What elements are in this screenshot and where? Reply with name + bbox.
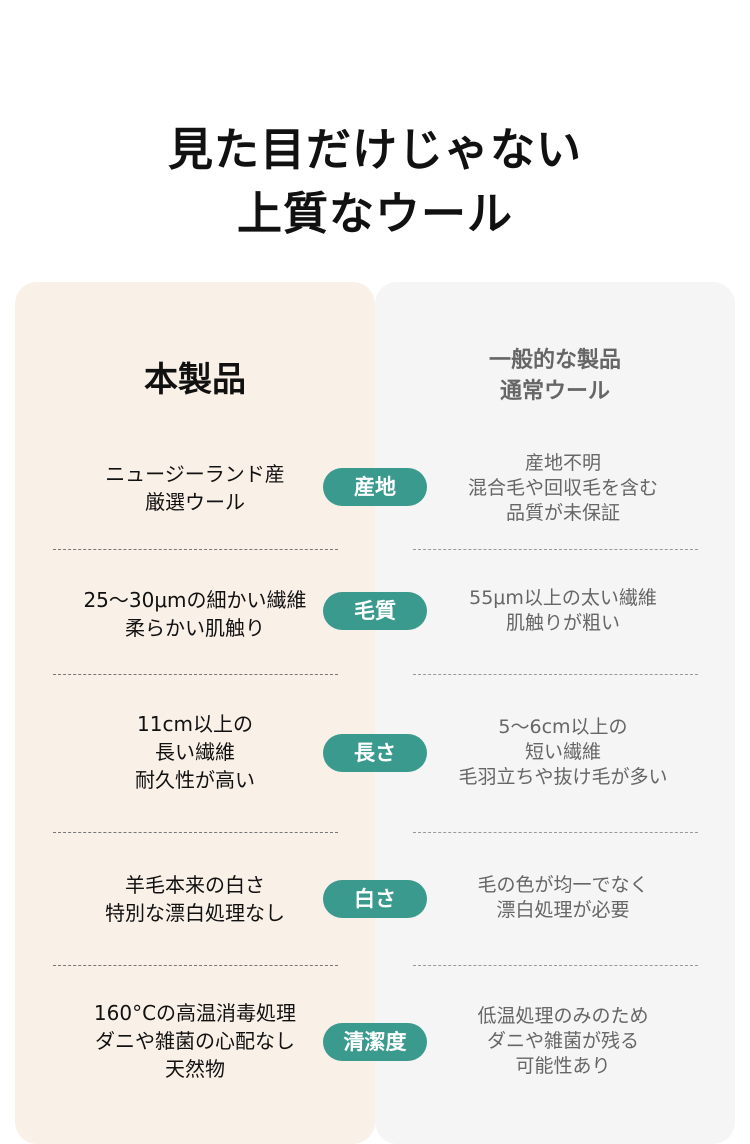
text-line: 毛羽立ちや抜け毛が多い — [458, 766, 668, 788]
label-pill-whiteness: 白さ — [323, 880, 427, 918]
our-fiber-text: 25〜30μmの細かい繊維 柔らかい肌触り — [30, 586, 360, 642]
text-line: 柔らかい肌触り — [125, 616, 265, 640]
divider — [53, 549, 338, 550]
divider — [413, 674, 698, 675]
text-line: 低温処理のみのため — [477, 1005, 649, 1027]
general-fiber-text: 55μm以上の太い繊維 肌触りが粗い — [413, 586, 713, 636]
text-line: 特別な漂白処理なし — [105, 901, 285, 925]
title-line-2: 上質なウール — [236, 187, 513, 240]
text-line: ダニや雑菌の心配なし — [95, 1029, 295, 1053]
our-product-heading: 本製品 — [144, 360, 246, 400]
general-product-heading: 一般的な製品 通常ウール — [375, 345, 735, 407]
text-line: 25〜30μmの細かい繊維 — [83, 588, 307, 612]
title-line-1: 見た目だけじゃない — [167, 123, 582, 176]
divider — [413, 549, 698, 550]
our-cleanliness-text: 160°Cの高温消毒処理 ダニや雑菌の心配なし 天然物 — [30, 999, 360, 1083]
text-line: 天然物 — [165, 1057, 225, 1081]
text-line: 160°Cの高温消毒処理 — [93, 1001, 297, 1025]
text-line: 毛の色が均一でなく — [477, 874, 649, 896]
text-line: 漂白処理が必要 — [496, 899, 630, 921]
general-length-text: 5〜6cm以上の 短い繊維 毛羽立ちや抜け毛が多い — [413, 715, 713, 790]
our-length-text: 11cm以上の 長い繊維 耐久性が高い — [30, 710, 360, 794]
text-line: 可能性あり — [515, 1055, 611, 1077]
general-origin-text: 産地不明 混合毛や回収毛を含む 品質が未保証 — [413, 451, 713, 526]
text-line: 11cm以上の — [137, 712, 253, 736]
text-line: 短い繊維 — [524, 741, 601, 763]
divider — [413, 965, 698, 966]
text-line: 肌触りが粗い — [505, 612, 620, 634]
divider — [53, 965, 338, 966]
divider — [413, 832, 698, 833]
text-line: 厳選ウール — [145, 490, 245, 514]
text-line: ニュージーランド産 — [105, 462, 285, 486]
general-heading-line-1: 一般的な製品 — [488, 348, 621, 373]
label-pill-fiber: 毛質 — [323, 592, 427, 630]
page-title: 見た目だけじゃない 上質なウール — [0, 118, 750, 246]
divider — [53, 832, 338, 833]
label-pill-length: 長さ — [323, 734, 427, 772]
general-heading-line-2: 通常ウール — [499, 379, 610, 404]
text-line: 羊毛本来の白さ — [125, 873, 265, 897]
label-pill-origin: 産地 — [323, 468, 427, 506]
text-line: 産地不明 — [524, 452, 601, 474]
general-cleanliness-text: 低温処理のみのため ダニや雑菌が残る 可能性あり — [413, 1004, 713, 1079]
text-line: 長い繊維 — [155, 740, 235, 764]
text-line: ダニや雑菌が残る — [486, 1030, 639, 1052]
label-pill-cleanliness: 清潔度 — [323, 1023, 427, 1061]
our-whiteness-text: 羊毛本来の白さ 特別な漂白処理なし — [30, 871, 360, 927]
general-whiteness-text: 毛の色が均一でなく 漂白処理が必要 — [413, 873, 713, 923]
text-line: 品質が未保証 — [505, 502, 620, 524]
divider — [53, 674, 338, 675]
text-line: 混合毛や回収毛を含む — [467, 477, 658, 499]
text-line: 耐久性が高い — [135, 768, 255, 792]
text-line: 55μm以上の太い繊維 — [469, 587, 657, 609]
text-line: 5〜6cm以上の — [498, 716, 628, 738]
our-product-panel — [15, 282, 375, 1144]
our-origin-text: ニュージーランド産 厳選ウール — [30, 460, 360, 516]
general-product-panel — [375, 282, 735, 1144]
